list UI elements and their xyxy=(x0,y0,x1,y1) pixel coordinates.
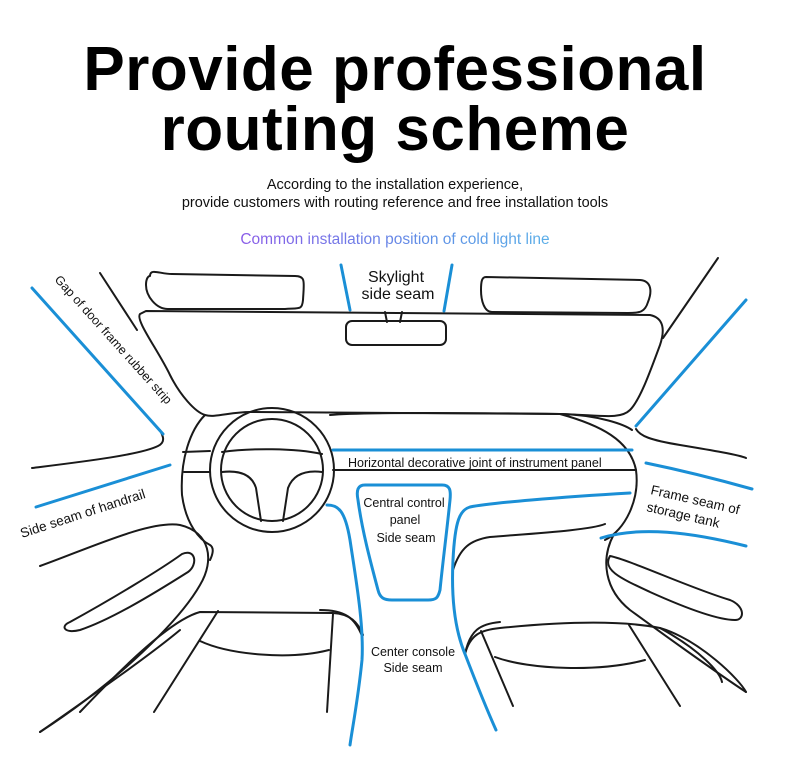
left-seat-cushion xyxy=(199,640,330,657)
right-a-pillar xyxy=(662,257,719,339)
steering-wheel-outer xyxy=(209,407,335,533)
left-seat-outer xyxy=(39,629,181,733)
label-central-panel-line1: Central control xyxy=(363,496,444,510)
page-title-line-2: routing scheme xyxy=(160,95,630,164)
seam-handrail xyxy=(34,463,172,509)
label-skylight-line1: Skylight xyxy=(368,269,425,286)
seam-console-left xyxy=(325,503,364,747)
console-right-curve xyxy=(452,523,606,571)
seam-storage-tank-lower xyxy=(599,530,748,548)
accent-heading-text: Common installation position of cold lig… xyxy=(240,231,550,248)
console-right-lower xyxy=(464,621,501,655)
seam-skylight-right xyxy=(442,263,454,313)
label-instrument-panel: Horizontal decorative joint of instrumen… xyxy=(348,456,602,470)
dash-left-band-top xyxy=(182,450,211,453)
right-seat-cushion xyxy=(494,656,646,669)
rearview-mirror xyxy=(345,320,447,346)
seam-door-frame-right xyxy=(634,298,748,428)
accent-heading: Common installation position of cold lig… xyxy=(0,231,790,249)
seam-skylight-left xyxy=(339,263,352,312)
seam-central-control-panel xyxy=(355,483,452,602)
dashboard-upper xyxy=(329,412,633,431)
left-door-top xyxy=(31,429,165,469)
windshield-outline xyxy=(138,310,664,418)
left-door-handle xyxy=(63,551,196,632)
right-seat-outer xyxy=(659,627,723,683)
steering-wheel-spokes xyxy=(221,448,323,522)
right-seat-top xyxy=(464,621,747,693)
left-a-pillar xyxy=(99,272,138,331)
left-door-armrest xyxy=(39,523,210,733)
left-seat-top xyxy=(79,611,364,713)
label-console-line2: Side seam xyxy=(383,661,442,675)
seam-door-frame-left xyxy=(30,286,165,436)
label-central-panel-line2: panel xyxy=(390,513,421,527)
subtitle-line-2: provide customers with routing reference… xyxy=(181,195,609,211)
right-door-handle xyxy=(607,555,743,621)
right-door-top xyxy=(635,428,747,459)
right-sun-visor xyxy=(480,276,652,314)
dashboard-shell xyxy=(180,414,214,561)
label-skylight-line2: side seam xyxy=(362,286,435,303)
left-seat-back xyxy=(153,610,334,713)
dashboard-right-shell xyxy=(559,413,638,541)
right-seat-back xyxy=(480,624,681,707)
seam-console-right xyxy=(451,491,632,732)
label-console-line1: Center console xyxy=(371,645,455,659)
label-central-panel-line3: Side seam xyxy=(376,531,435,545)
subtitle-line-1: According to the installation experience… xyxy=(266,177,524,193)
page-title-line-1: Provide professional xyxy=(83,35,707,104)
steering-wheel-inner xyxy=(220,418,324,522)
left-sun-visor xyxy=(145,270,305,310)
seam-storage-tank-upper xyxy=(644,461,754,491)
